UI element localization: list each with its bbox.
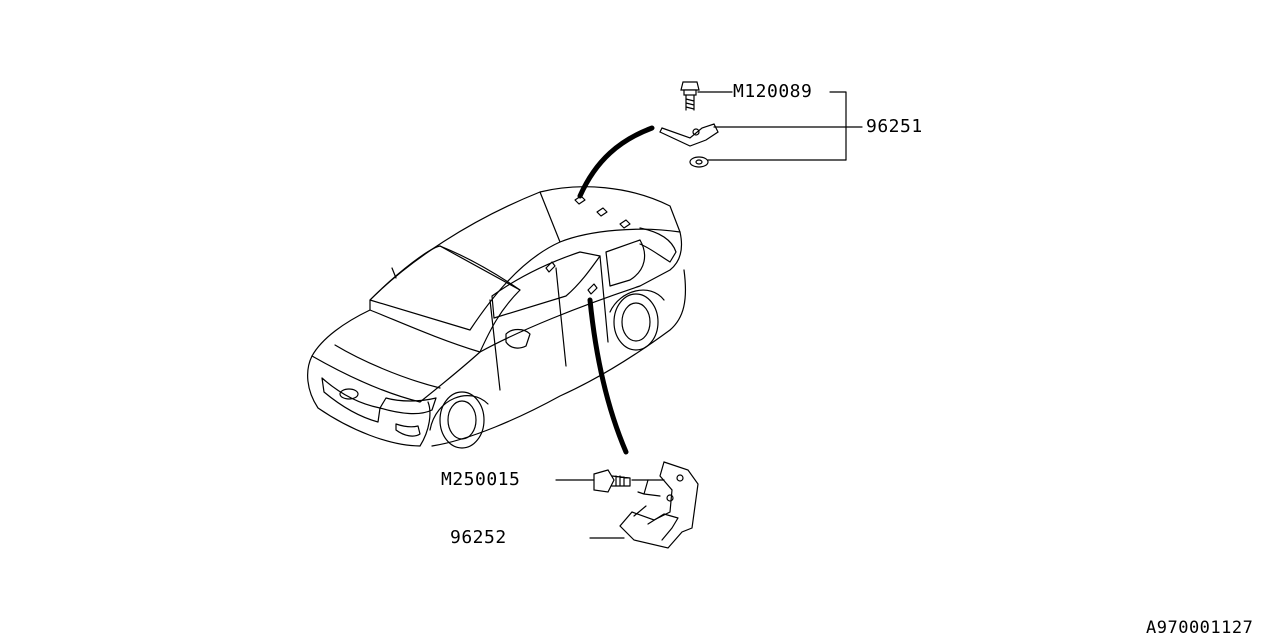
part-group-top (659, 81, 863, 168)
bolt-icon (593, 469, 631, 493)
part-label-96251[interactable]: 96251 (866, 116, 923, 137)
bracket-icon (619, 461, 699, 549)
part-label-96252[interactable]: 96252 (450, 527, 507, 548)
bracket-icon (659, 123, 719, 147)
part-group-bottom (555, 461, 699, 549)
diagram-id-label: A970001127 (1146, 618, 1254, 638)
bolt-icon (680, 81, 700, 111)
callout-stroke-bottom (587, 297, 629, 455)
washer-icon (689, 156, 709, 168)
callout-stroke-top (577, 125, 655, 199)
part-label-m120089[interactable]: M120089 (733, 81, 813, 102)
car-illustration (307, 186, 687, 449)
part-label-m250015[interactable]: M250015 (441, 469, 521, 490)
